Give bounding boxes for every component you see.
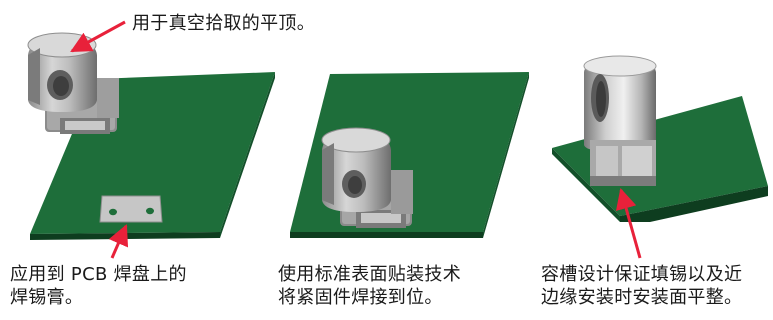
surface-mount-fastener-2 bbox=[321, 127, 413, 228]
caption-smt-soldering-line1: 使用标准表面贴装技术 bbox=[278, 264, 461, 285]
solder-paste-pad bbox=[99, 195, 163, 223]
caption-solder-paste-line1: 应用到 PCB 焊盘上的 bbox=[10, 264, 187, 285]
caption-solder-paste: 应用到 PCB 焊盘上的 焊锡膏。 bbox=[10, 263, 187, 309]
callout-arrow-top bbox=[70, 20, 126, 53]
caption-smt-soldering: 使用标准表面贴装技术 将紧固件焊接到位。 bbox=[278, 263, 461, 309]
panel-1-solder-paste bbox=[27, 20, 275, 259]
vacuum-pickup-callout: 用于真空拾取的平顶。 bbox=[132, 13, 315, 34]
caption-solder-paste-line2: 焊锡膏。 bbox=[10, 287, 84, 308]
caption-slot-design: 容槽设计保证填锡以及近 边缘安装时安装面平整。 bbox=[541, 263, 742, 309]
panel-3-edge-mount bbox=[552, 55, 768, 259]
surface-mount-fastener-1 bbox=[27, 32, 119, 134]
caption-slot-design-line2: 边缘安装时安装面平整。 bbox=[541, 287, 743, 308]
callout-arrow-pad bbox=[108, 224, 129, 259]
callout-arrow-slot bbox=[615, 187, 642, 259]
surface-mount-fastener-3 bbox=[583, 55, 657, 186]
caption-smt-soldering-line2: 将紧固件焊接到位。 bbox=[278, 287, 443, 308]
caption-slot-design-line1: 容槽设计保证填锡以及近 bbox=[541, 264, 743, 285]
panel-2-soldered bbox=[290, 72, 529, 238]
